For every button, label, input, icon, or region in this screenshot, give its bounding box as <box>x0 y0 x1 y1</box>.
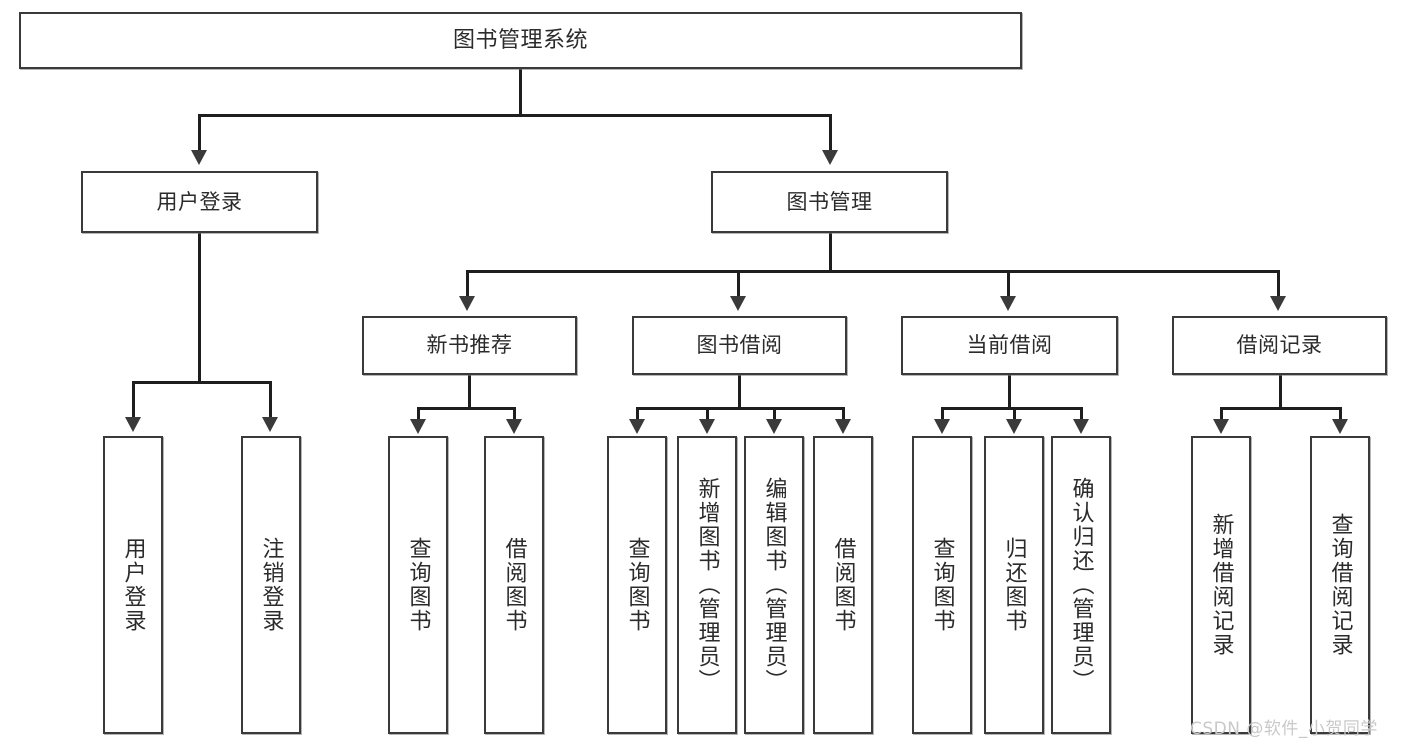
arrow-new-books-l2 <box>506 419 522 434</box>
edge-borrow-l1 <box>636 407 639 421</box>
node-current-borrow[interactable]: 当前借阅 <box>901 316 1118 375</box>
edge-new-books-bus <box>417 407 516 410</box>
leaf-query-book-borrow[interactable]: 查询图书 <box>607 436 667 734</box>
leaf-logout[interactable]: 注销登录 <box>241 436 301 734</box>
node-label: 图书借阅 <box>696 333 783 358</box>
node-user-login[interactable]: 用户登录 <box>81 171 318 233</box>
edge-current-l3 <box>1080 407 1083 421</box>
leaf-label: 查询图书 <box>624 537 650 633</box>
arrow-to-borrow <box>730 296 746 311</box>
edge-records-bus <box>1220 407 1340 410</box>
arrow-to-records <box>1270 296 1286 311</box>
arrow-borrow-l3 <box>766 419 782 434</box>
arrow-current-l3 <box>1073 419 1089 434</box>
arrow-to-leaf-logout <box>262 417 278 432</box>
edge-new-books-down <box>468 375 471 407</box>
edge-user-login-down <box>198 233 201 381</box>
edge-borrow-l4 <box>842 407 845 421</box>
node-label: 当前借阅 <box>966 333 1053 358</box>
edge-root-to-user-login <box>198 114 201 152</box>
node-new-book-recommend[interactable]: 新书推荐 <box>362 316 577 375</box>
edge-root-to-book-mgmt <box>829 114 832 152</box>
edge-current-l1 <box>941 407 944 421</box>
arrow-to-current <box>1000 296 1016 311</box>
arrow-new-books-l1 <box>410 419 426 434</box>
node-book-borrow[interactable]: 图书借阅 <box>632 316 847 375</box>
edge-borrow-l2 <box>706 407 709 421</box>
edge-current-down <box>1008 375 1011 407</box>
arrow-current-l2 <box>1006 419 1022 434</box>
leaf-label: 归还图书 <box>1001 537 1027 633</box>
node-label: 图书管理系统 <box>452 27 588 53</box>
arrow-to-leaf-user-login <box>125 417 141 432</box>
leaf-label: 用户登录 <box>120 537 146 633</box>
edge-root-bus <box>198 114 832 117</box>
node-label: 图书管理 <box>786 189 873 214</box>
leaf-add-borrow-record[interactable]: 新增借阅记录 <box>1191 436 1251 734</box>
edge-records-down <box>1279 375 1282 407</box>
edge-user-login-bus <box>132 381 271 384</box>
leaf-borrow-book[interactable]: 借阅图书 <box>813 436 873 734</box>
arrow-to-book-mgmt <box>822 150 838 165</box>
edge-new-books-l2 <box>513 407 516 421</box>
edge-current-l2 <box>1013 407 1016 421</box>
leaf-label: 编辑图书（管理员） <box>761 477 787 693</box>
leaf-label: 注销登录 <box>258 537 284 633</box>
leaf-user-login[interactable]: 用户登录 <box>103 436 163 734</box>
arrow-borrow-l1 <box>629 419 645 434</box>
watermark-text: CSDN @软件_小贺同学 <box>1190 719 1378 739</box>
leaf-label: 查询图书 <box>405 537 431 633</box>
leaf-label: 查询图书 <box>929 537 955 633</box>
node-book-management[interactable]: 图书管理 <box>711 171 948 233</box>
edge-book-mgmt-bus <box>466 270 1278 273</box>
edge-borrow-l3 <box>773 407 776 421</box>
arrow-borrow-l2 <box>699 419 715 434</box>
arrow-borrow-l4 <box>835 419 851 434</box>
leaf-label: 新增图书（管理员） <box>694 477 720 693</box>
edge-root-down <box>519 69 522 114</box>
edge-records-l1 <box>1220 407 1223 421</box>
leaf-confirm-return-admin[interactable]: 确认归还（管理员） <box>1051 436 1111 734</box>
edge-book-mgmt-down <box>829 233 832 270</box>
edge-book-mgmt-to-borrow <box>737 270 740 298</box>
node-label: 借阅记录 <box>1236 333 1323 358</box>
edge-borrow-down <box>738 375 741 407</box>
node-label: 新书推荐 <box>426 333 513 358</box>
edge-borrow-bus <box>636 407 843 410</box>
leaf-label: 新增借阅记录 <box>1208 513 1234 657</box>
edge-user-login-to-leaf-1 <box>132 381 135 419</box>
arrow-to-user-login <box>191 150 207 165</box>
leaf-query-book-current[interactable]: 查询图书 <box>912 436 972 734</box>
leaf-label: 查询借阅记录 <box>1327 513 1353 657</box>
leaf-add-book-admin[interactable]: 新增图书（管理员） <box>677 436 737 734</box>
leaf-label: 借阅图书 <box>501 537 527 633</box>
arrow-records-l2 <box>1332 419 1348 434</box>
leaf-label: 确认归还（管理员） <box>1068 477 1094 693</box>
leaf-label: 借阅图书 <box>830 537 856 633</box>
leaf-query-book-new[interactable]: 查询图书 <box>388 436 448 734</box>
edge-records-l2 <box>1339 407 1342 421</box>
node-label: 用户登录 <box>156 189 243 214</box>
edge-book-mgmt-to-new-books <box>466 270 469 298</box>
edge-current-bus <box>941 407 1080 410</box>
edge-book-mgmt-to-records <box>1277 270 1280 298</box>
edge-user-login-to-leaf-2 <box>269 381 272 419</box>
leaf-return-book[interactable]: 归还图书 <box>984 436 1044 734</box>
edge-book-mgmt-to-current <box>1007 270 1010 298</box>
node-root-system[interactable]: 图书管理系统 <box>19 12 1022 69</box>
leaf-edit-book-admin[interactable]: 编辑图书（管理员） <box>744 436 804 734</box>
node-borrow-records[interactable]: 借阅记录 <box>1172 316 1387 375</box>
leaf-borrow-book-new[interactable]: 借阅图书 <box>484 436 544 734</box>
leaf-query-borrow-record[interactable]: 查询借阅记录 <box>1310 436 1370 734</box>
edge-new-books-l1 <box>417 407 420 421</box>
arrow-to-new-books <box>459 296 475 311</box>
arrow-current-l1 <box>934 419 950 434</box>
arrow-records-l1 <box>1213 419 1229 434</box>
